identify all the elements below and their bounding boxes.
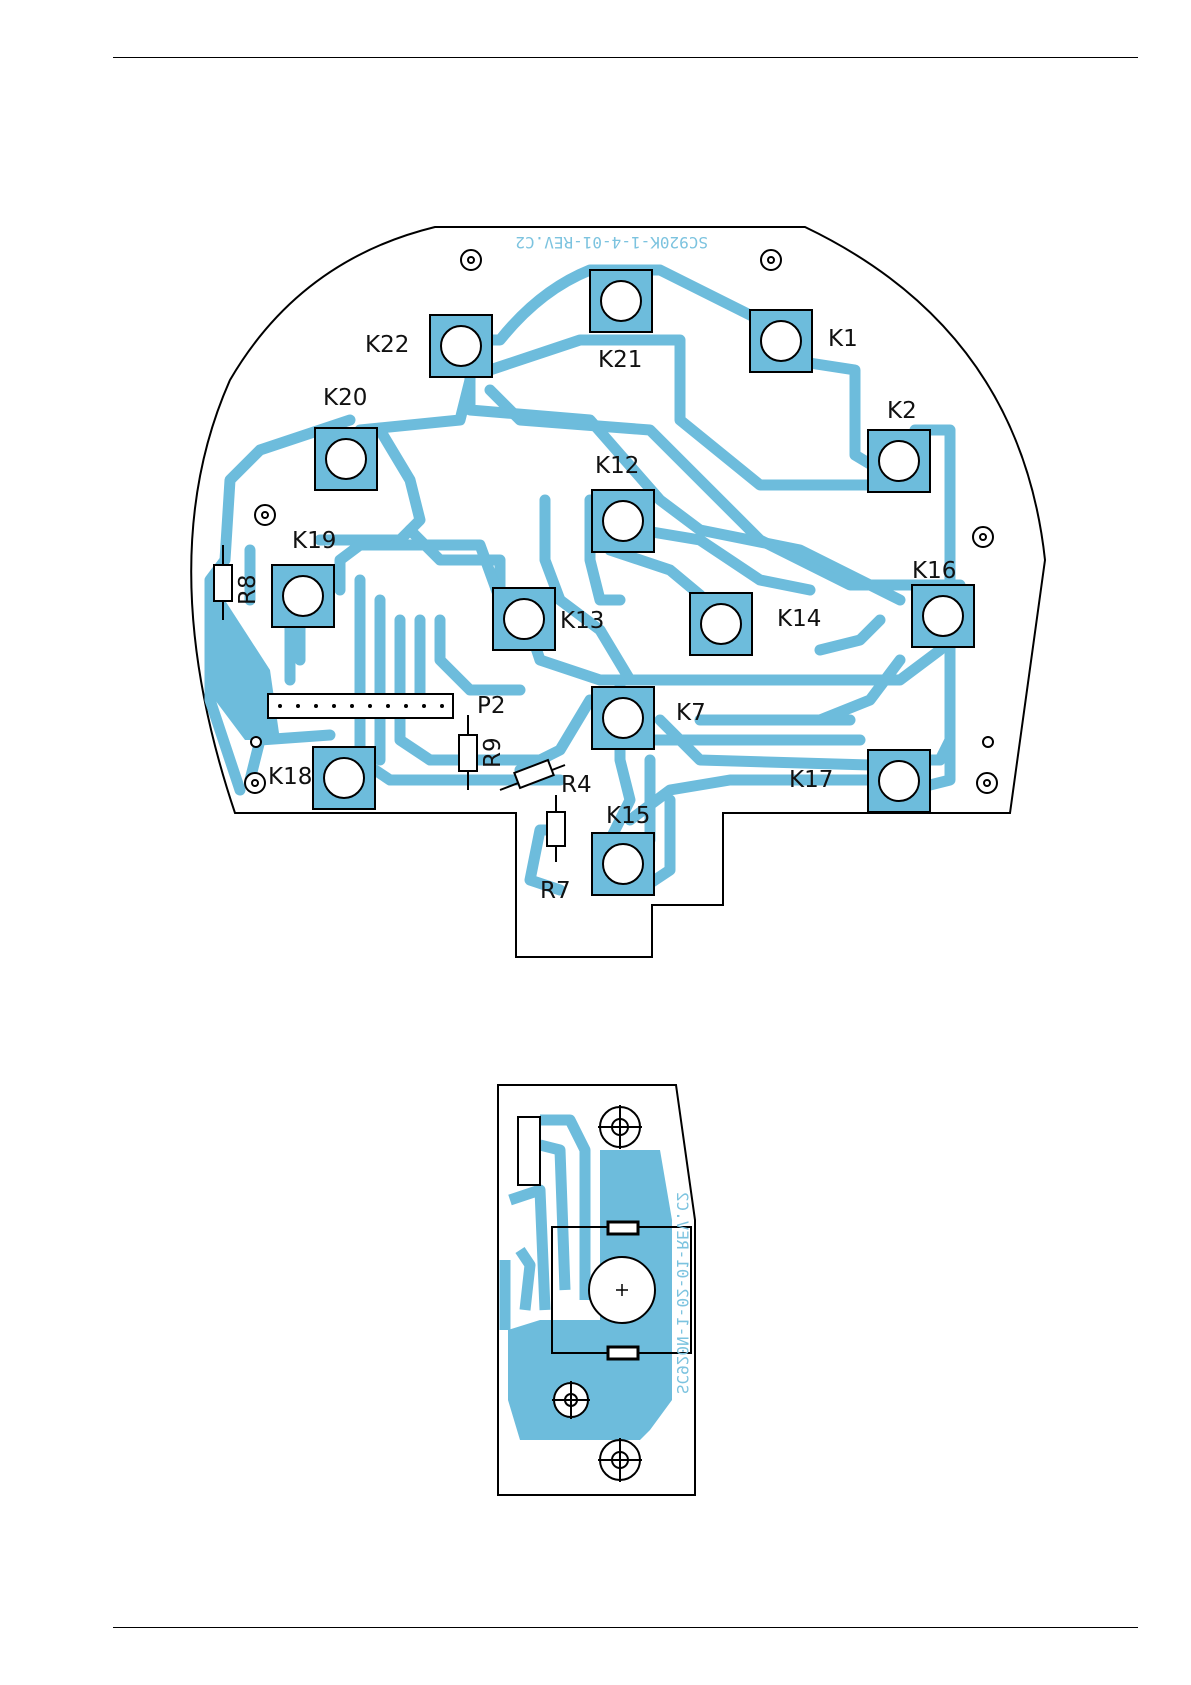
key-k1[interactable] (750, 310, 812, 372)
via-hole-icon (251, 737, 261, 747)
small-board-connector (518, 1117, 540, 1185)
key-k16[interactable] (912, 585, 974, 647)
key-k22[interactable] (430, 315, 492, 377)
small-board-silk-text: SC920N-1-02-01-REV.C2 (673, 1192, 692, 1394)
label-k14: K14 (777, 606, 821, 632)
key-k21[interactable] (590, 270, 652, 332)
label-k16: K16 (912, 558, 956, 584)
label-k12: K12 (595, 453, 639, 479)
mount-hole-icon (977, 773, 997, 793)
mount-hole-icon (761, 250, 781, 270)
label-r4: R4 (561, 772, 592, 798)
label-k7: K7 (676, 700, 706, 726)
key-k19[interactable] (272, 565, 334, 627)
via-hole-icon (983, 737, 993, 747)
label-r7: R7 (540, 878, 571, 904)
mount-hole-icon (255, 505, 275, 525)
mount-hole-icon (245, 773, 265, 793)
mount-hole-icon (461, 250, 481, 270)
main-board-silk-text: SC920K-1-4-01-REV.C2 (515, 233, 708, 252)
label-k13: K13 (560, 608, 604, 634)
label-k17: K17 (789, 767, 833, 793)
key-k20[interactable] (315, 428, 377, 490)
key-k7[interactable] (592, 687, 654, 749)
label-k22: K22 (365, 332, 409, 358)
mount-hole-icon (598, 1105, 642, 1149)
main-board: SC920K-1-4-01-REV.C2 K22 K21 K1 K20 K2 K… (191, 227, 1045, 957)
label-k1: K1 (828, 326, 858, 352)
small-board: SC920N-1-02-01-REV.C2 (498, 1085, 695, 1495)
label-k20: K20 (323, 385, 367, 411)
mount-hole-icon (598, 1438, 642, 1482)
label-r9: R9 (480, 737, 506, 768)
key-k2[interactable] (868, 430, 930, 492)
label-k18: K18 (268, 764, 312, 790)
resistor-r7 (547, 795, 565, 862)
label-k15: K15 (606, 803, 650, 829)
key-k18[interactable] (313, 747, 375, 809)
mount-hole-icon (973, 527, 993, 547)
key-k13[interactable] (493, 588, 555, 650)
label-k21: K21 (598, 347, 642, 373)
key-k15[interactable] (592, 833, 654, 895)
label-r8: R8 (235, 574, 261, 605)
key-k17[interactable] (868, 750, 930, 812)
connector-p2 (268, 694, 453, 718)
label-p2: P2 (477, 693, 506, 719)
key-k14[interactable] (690, 593, 752, 655)
label-k19: K19 (292, 528, 336, 554)
label-k2: K2 (887, 398, 917, 424)
key-k12[interactable] (592, 490, 654, 552)
